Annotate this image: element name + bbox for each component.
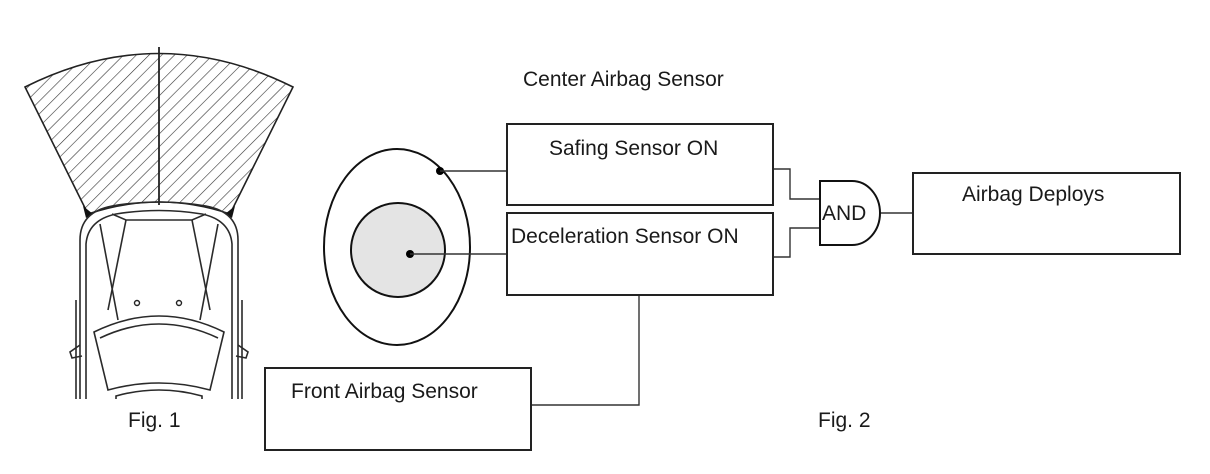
front-airbag-sensor-label: Front Airbag Sensor: [291, 380, 478, 403]
and-gate-label: AND: [822, 202, 866, 225]
deceleration-mass: [350, 202, 446, 298]
airbag-deploys-box: [912, 172, 1181, 255]
airbag-deploys-label: Airbag Deploys: [962, 183, 1104, 206]
fig1-caption: Fig. 1: [128, 409, 181, 432]
deceleration-sensor-box: [506, 212, 774, 296]
safing-to-and-wire: [773, 168, 820, 200]
front-airbag-sensor-box: [264, 367, 532, 451]
and-gate: [819, 180, 881, 246]
front-sensor-wire: [531, 295, 640, 406]
fig2-diagram: Center Airbag Sensor Safing Sensor ON De…: [264, 68, 1181, 451]
decel-to-and-wire: [773, 227, 820, 258]
deceleration-sensor-label: Deceleration Sensor ON: [511, 225, 739, 248]
car-top-view: [69, 201, 249, 399]
fig1-illustration: Fig. 1: [23, 47, 295, 432]
fig2-caption: Fig. 2: [818, 409, 871, 432]
center-airbag-sensor-title: Center Airbag Sensor: [523, 68, 724, 91]
safing-sensor-label: Safing Sensor ON: [549, 137, 718, 160]
safing-sensor-box: [506, 123, 774, 206]
